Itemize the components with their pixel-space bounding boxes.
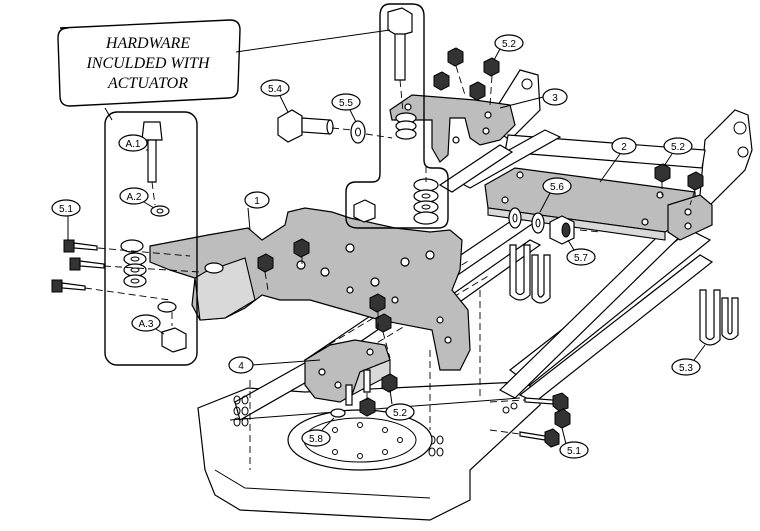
- bracket-3: [389, 94, 516, 163]
- nut-a3: [161, 327, 187, 353]
- label-2: 2: [621, 142, 627, 153]
- callout-line-2: INCULDED WITH: [85, 55, 211, 72]
- plate-1: [149, 207, 471, 371]
- label-5-4: 5.4: [268, 84, 282, 95]
- washer-5-5: [350, 120, 366, 144]
- label-4: 4: [238, 361, 244, 372]
- u-bolts: [509, 244, 739, 346]
- label-1: 1: [254, 196, 260, 207]
- bolt-5-4: [277, 109, 334, 143]
- label-3: 3: [552, 93, 558, 104]
- bolts-5-1-right: [519, 392, 571, 448]
- washer-stack-left: [120, 239, 177, 313]
- label-5-1-left: 5.1: [59, 204, 73, 215]
- hardware-group: [51, 7, 704, 448]
- label-5-2-top: 5.2: [502, 39, 516, 50]
- label-5-2-right: 5.2: [671, 142, 685, 153]
- assembly-lines: [84, 65, 696, 435]
- callout-line-3: ACTUATOR: [107, 75, 188, 92]
- label-5-2-center: 5.2: [393, 408, 407, 419]
- hardware-callout: HARDWARE INCULDED WITH ACTUATOR: [57, 19, 391, 121]
- label-a3: A.3: [138, 319, 153, 330]
- bolt-a1: [141, 121, 163, 183]
- right-bracket: [667, 194, 713, 241]
- nuts-5-2-top: [257, 47, 704, 273]
- actuator-long-bolt: [387, 7, 413, 81]
- washer-a2: [150, 205, 170, 217]
- label-5-1-right: 5.1: [567, 446, 581, 457]
- frame-holes: [233, 395, 518, 457]
- actuator-hardware-box-top: [345, 3, 449, 229]
- label-5-6: 5.6: [550, 182, 564, 193]
- label-5-5: 5.5: [339, 98, 353, 109]
- callout-line-1: HARDWARE: [105, 35, 190, 52]
- actuator-hardware-box-left: [104, 111, 198, 366]
- label-5-7: 5.7: [574, 253, 588, 264]
- top-box-nut: [353, 199, 376, 223]
- plate-4: [304, 339, 391, 403]
- washers-5-6: [508, 207, 545, 234]
- washer-stack-top: [395, 112, 439, 225]
- label-a1: A.1: [125, 139, 140, 150]
- bolts-5-1-left: [51, 239, 105, 293]
- part-labels: 1 2 3 4 A.1 A.2 A.3 5.1 5.1 5: [51, 34, 706, 459]
- main-frame: [197, 69, 753, 521]
- label-a2: A.2: [126, 192, 141, 203]
- bolts-center: [330, 293, 398, 418]
- label-5-3: 5.3: [679, 363, 693, 374]
- plate-2: [484, 167, 696, 241]
- label-5-8: 5.8: [309, 434, 323, 445]
